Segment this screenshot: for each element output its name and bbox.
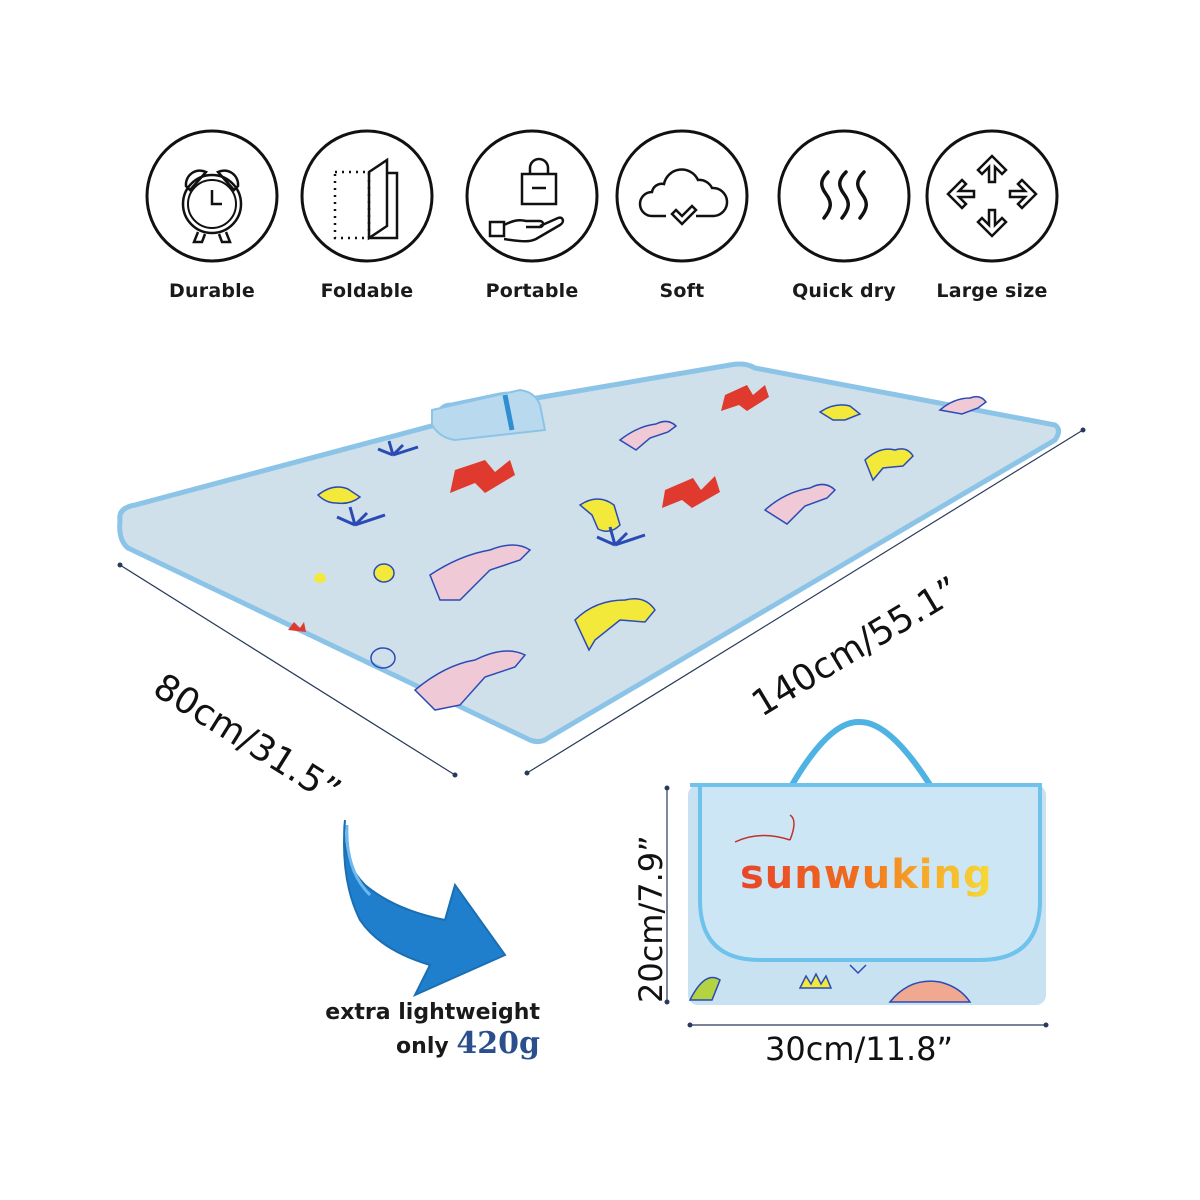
weight-value: 420g [456,1026,540,1061]
fold-page-icon [299,128,435,264]
curved-arrow-icon [343,819,507,998]
mat-body [117,361,1061,745]
expand-arrows-icon [924,128,1060,264]
feature-label: Foldable [320,280,414,302]
weight-callout: extra lightweight only 420g [300,998,540,1063]
feature-portable: Portable [462,128,602,302]
heat-waves-icon [776,128,912,264]
feature-label: Soft [659,280,705,302]
feature-label: Large size [936,280,1048,302]
feature-quick-dry: Quick dry [774,128,914,302]
feature-label: Quick dry [792,280,896,302]
weight-line2: only 420g [300,1028,540,1063]
feature-label: Durable [169,280,255,302]
feature-durable: Durable [142,128,282,302]
feature-large-size: Large size [922,128,1062,302]
feature-foldable: Foldable [297,128,437,302]
dino-pattern [288,385,988,711]
cloud-check-icon [614,128,750,264]
alarm-clock-icon [144,128,280,264]
weight-prefix: only [396,1034,449,1059]
hand-holding-bag-icon [464,128,600,264]
feature-label: Portable [485,280,579,302]
feature-soft: Soft [612,128,752,302]
weight-line1: extra lightweight [325,1000,540,1025]
